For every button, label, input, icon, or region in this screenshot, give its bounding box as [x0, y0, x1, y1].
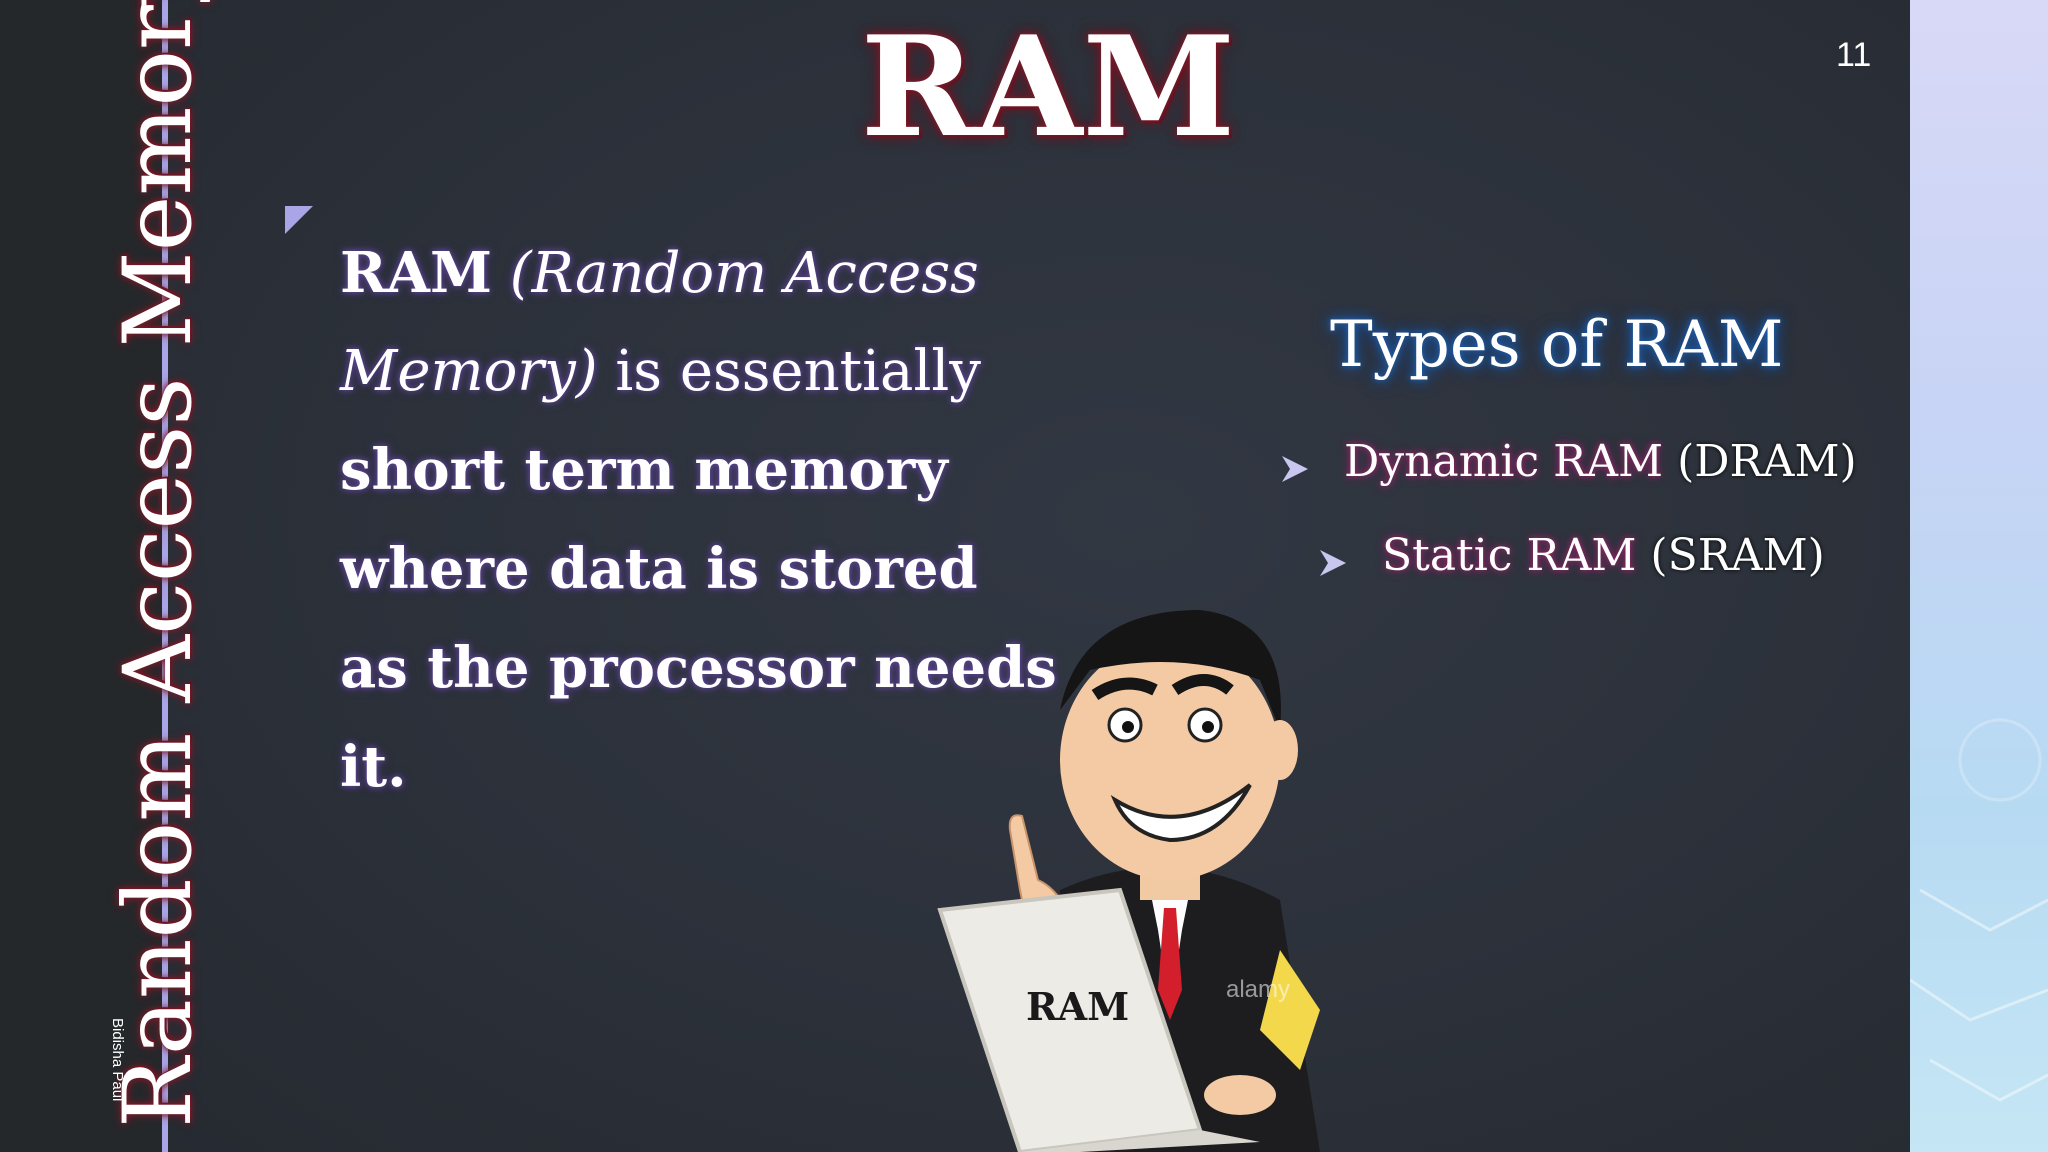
circuit-pattern-icon — [1910, 718, 2048, 1102]
sidebar-vertical-title: Random Access Memory — [104, 0, 213, 1128]
sidebar-divider — [162, 0, 168, 1152]
decorative-right-band — [1910, 0, 2048, 1152]
types-heading: Types of RAM — [1330, 308, 1784, 382]
watermark: alamy — [1226, 976, 1291, 1003]
arrow-bullet-icon — [1282, 456, 1308, 482]
ram-definition: RAM (Random Access Memory) is essentiall… — [340, 224, 1060, 817]
type-item-sram: Static RAM (SRAM) — [1382, 530, 1825, 581]
slide-number: 11 — [1836, 36, 1872, 74]
type-abbr: (SRAM) — [1650, 530, 1825, 581]
corner-bullet-icon — [285, 206, 313, 234]
sidebar — [0, 0, 162, 1152]
definition-rest: short term memory where data is stored a… — [340, 437, 1057, 800]
author-credit: Bidisha Paul — [109, 1018, 126, 1102]
type-name: Static RAM — [1382, 530, 1637, 581]
definition-term: RAM — [340, 240, 492, 306]
type-item-dram: Dynamic RAM (DRAM) — [1344, 436, 1857, 487]
arrow-bullet-icon — [1320, 550, 1346, 576]
definition-connector: is essentially — [597, 339, 981, 404]
laptop-label: RAM — [1026, 984, 1130, 1029]
businessman-laptop-illustration — [937, 610, 1320, 1152]
definition-expansion: (Random Access Memory) — [340, 241, 979, 404]
slide-title: RAM — [860, 5, 1236, 168]
type-abbr: (DRAM) — [1677, 436, 1857, 487]
type-name: Dynamic RAM — [1344, 436, 1664, 487]
